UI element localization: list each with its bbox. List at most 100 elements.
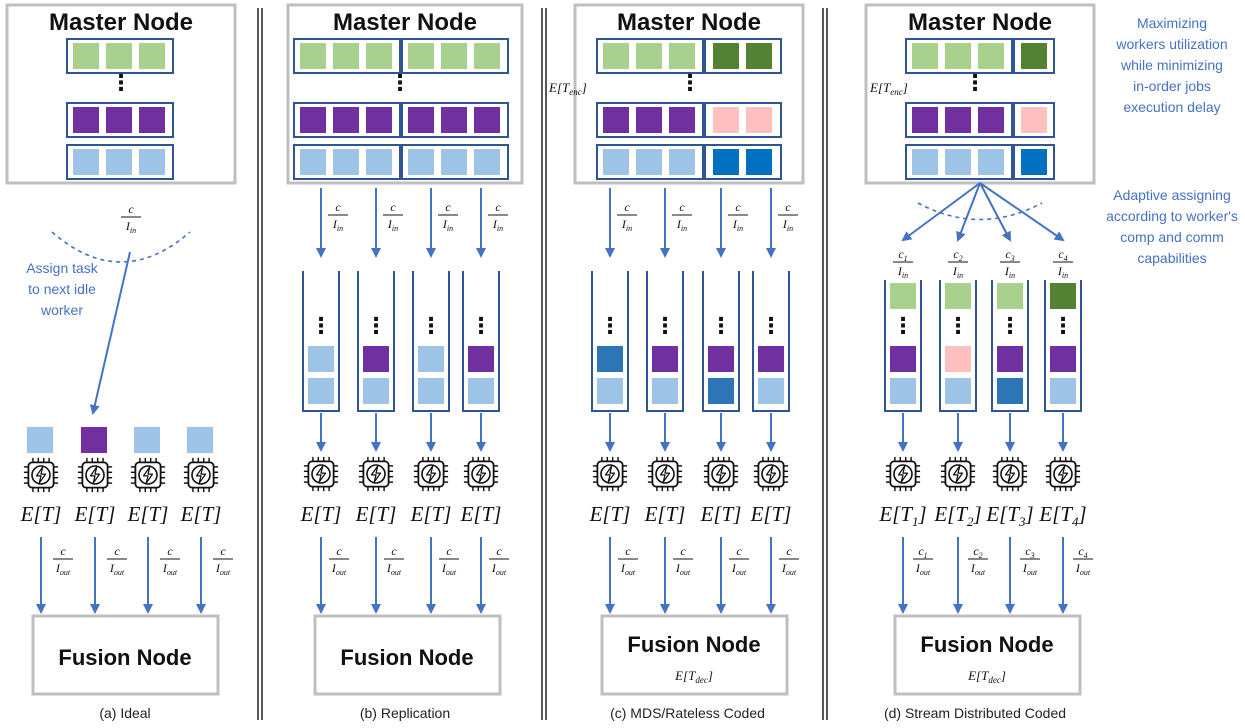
cpu-bolt-icon [130, 457, 166, 493]
task-block [300, 43, 326, 69]
strategy-note-text: capabilities [1137, 250, 1206, 266]
task-block [1050, 283, 1076, 309]
worker-expected-time: E[T] [180, 502, 222, 526]
task-block [912, 43, 938, 69]
task-block [363, 346, 389, 372]
task-row-frame [401, 102, 509, 138]
task-row-frame [401, 38, 509, 74]
incoming-task-block [27, 427, 53, 453]
fraction-denominator: Iin [782, 217, 793, 233]
fusion-node-box [893, 614, 1082, 696]
worker-queue [357, 271, 395, 412]
fusion-node-box [600, 614, 789, 696]
parity-block [1021, 107, 1047, 133]
fraction-denominator: Iin [492, 217, 503, 233]
worker-expected-time: E[T] [355, 502, 397, 526]
strategy-note-text: Adaptive assigning [1113, 187, 1231, 203]
fraction-numerator: c [60, 544, 66, 558]
parity-block [713, 107, 739, 133]
encoding-time-label: E[Tenc] [869, 80, 908, 97]
task-block [945, 43, 971, 69]
task-block [978, 43, 1004, 69]
task-block [474, 43, 500, 69]
fraction-numerator: c [679, 200, 685, 214]
parity-block [746, 43, 772, 69]
task-block [997, 283, 1023, 309]
task-block [366, 107, 392, 133]
task-block [945, 107, 971, 133]
cpu-bolt-icon [1045, 456, 1081, 492]
master-node-title: Master Node [333, 9, 477, 36]
task-block [997, 378, 1023, 404]
fraction-denominator: Iout [731, 561, 747, 577]
task-block [603, 43, 629, 69]
task-block [890, 346, 916, 372]
task-block [890, 378, 916, 404]
fraction-numerator: c [680, 544, 686, 558]
worker-expected-time: E[T] [20, 502, 62, 526]
task-block [474, 107, 500, 133]
task-block [890, 283, 916, 309]
task-block [333, 43, 359, 69]
fraction-denominator: Iout [109, 561, 125, 577]
parity-block [713, 43, 739, 69]
arrow-down-icon [956, 182, 981, 242]
strategy-note-text: in-order jobs [1133, 78, 1211, 94]
fraction-denominator: Iin [897, 264, 908, 280]
fraction-numerator: c [128, 202, 134, 216]
task-block [597, 378, 623, 404]
encoding-time-label: E[Tenc] [548, 80, 587, 97]
task-block [366, 43, 392, 69]
task-block [669, 43, 695, 69]
worker-expected-time: E[T] [700, 502, 742, 526]
parity-block [713, 149, 739, 175]
decoding-time-label: E[Tdec] [967, 668, 1006, 685]
worker-queue [1044, 280, 1082, 412]
strategy-note-text: Maximizing [1137, 15, 1207, 31]
cpu-bolt-icon [183, 457, 219, 493]
worker-expected-time: E[T2] [933, 502, 981, 529]
task-block [603, 149, 629, 175]
task-block [333, 107, 359, 133]
task-block [978, 149, 1004, 175]
ellipsis-vertical-icon: ⋮ [947, 314, 969, 339]
task-block [73, 43, 99, 69]
fraction-denominator: Iin [952, 264, 963, 280]
caption-stream-coded: (d) Stream Distributed Coded [883, 705, 1067, 721]
fraction-numerator: c [114, 544, 120, 558]
cpu-bolt-icon [303, 456, 339, 492]
fraction-denominator: Iin [732, 217, 743, 233]
caption-replication: (b) Replication [359, 705, 451, 721]
task-row-frame [704, 144, 782, 180]
assign-note-text: worker [40, 302, 83, 318]
fusion-node-title: Fusion Node [627, 632, 760, 657]
task-row-frame [596, 144, 704, 180]
task-block [468, 378, 494, 404]
ellipsis-vertical-icon: ⋮ [892, 314, 914, 339]
task-block [106, 43, 132, 69]
cpu-bolt-icon [77, 457, 113, 493]
fraction-numerator: c4 [1078, 544, 1087, 560]
cpu-bolt-icon [592, 456, 628, 492]
fraction-denominator: Iout [675, 561, 691, 577]
arrow-down-icon [89, 251, 131, 415]
decoding-time-label: E[Tdec] [674, 668, 713, 685]
worker-queue [991, 280, 1029, 412]
task-block [106, 107, 132, 133]
fraction-numerator: c1 [918, 544, 927, 560]
task-block [945, 346, 971, 372]
parity-block [1021, 149, 1047, 175]
task-block [669, 149, 695, 175]
fraction-denominator: Iout [1022, 561, 1038, 577]
task-block [603, 107, 629, 133]
ellipsis-vertical-icon: ⋮ [760, 314, 782, 339]
